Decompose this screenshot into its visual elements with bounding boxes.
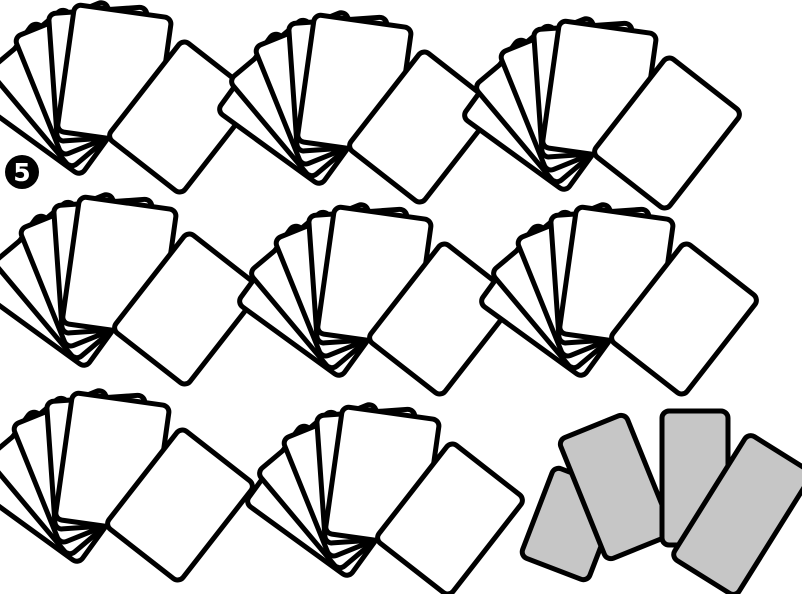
hand-6: [479, 203, 759, 397]
hand-8: [245, 403, 525, 594]
hand-2: [217, 11, 497, 205]
hand-4: [0, 193, 262, 387]
hand-1: [0, 1, 257, 195]
hand-7: [0, 389, 255, 583]
hand-5: [237, 203, 517, 397]
step-badge-number: 5: [13, 158, 30, 187]
hand-3: [462, 17, 742, 211]
shaded-card-spread: [520, 411, 802, 594]
step-badge: 5: [5, 155, 39, 189]
